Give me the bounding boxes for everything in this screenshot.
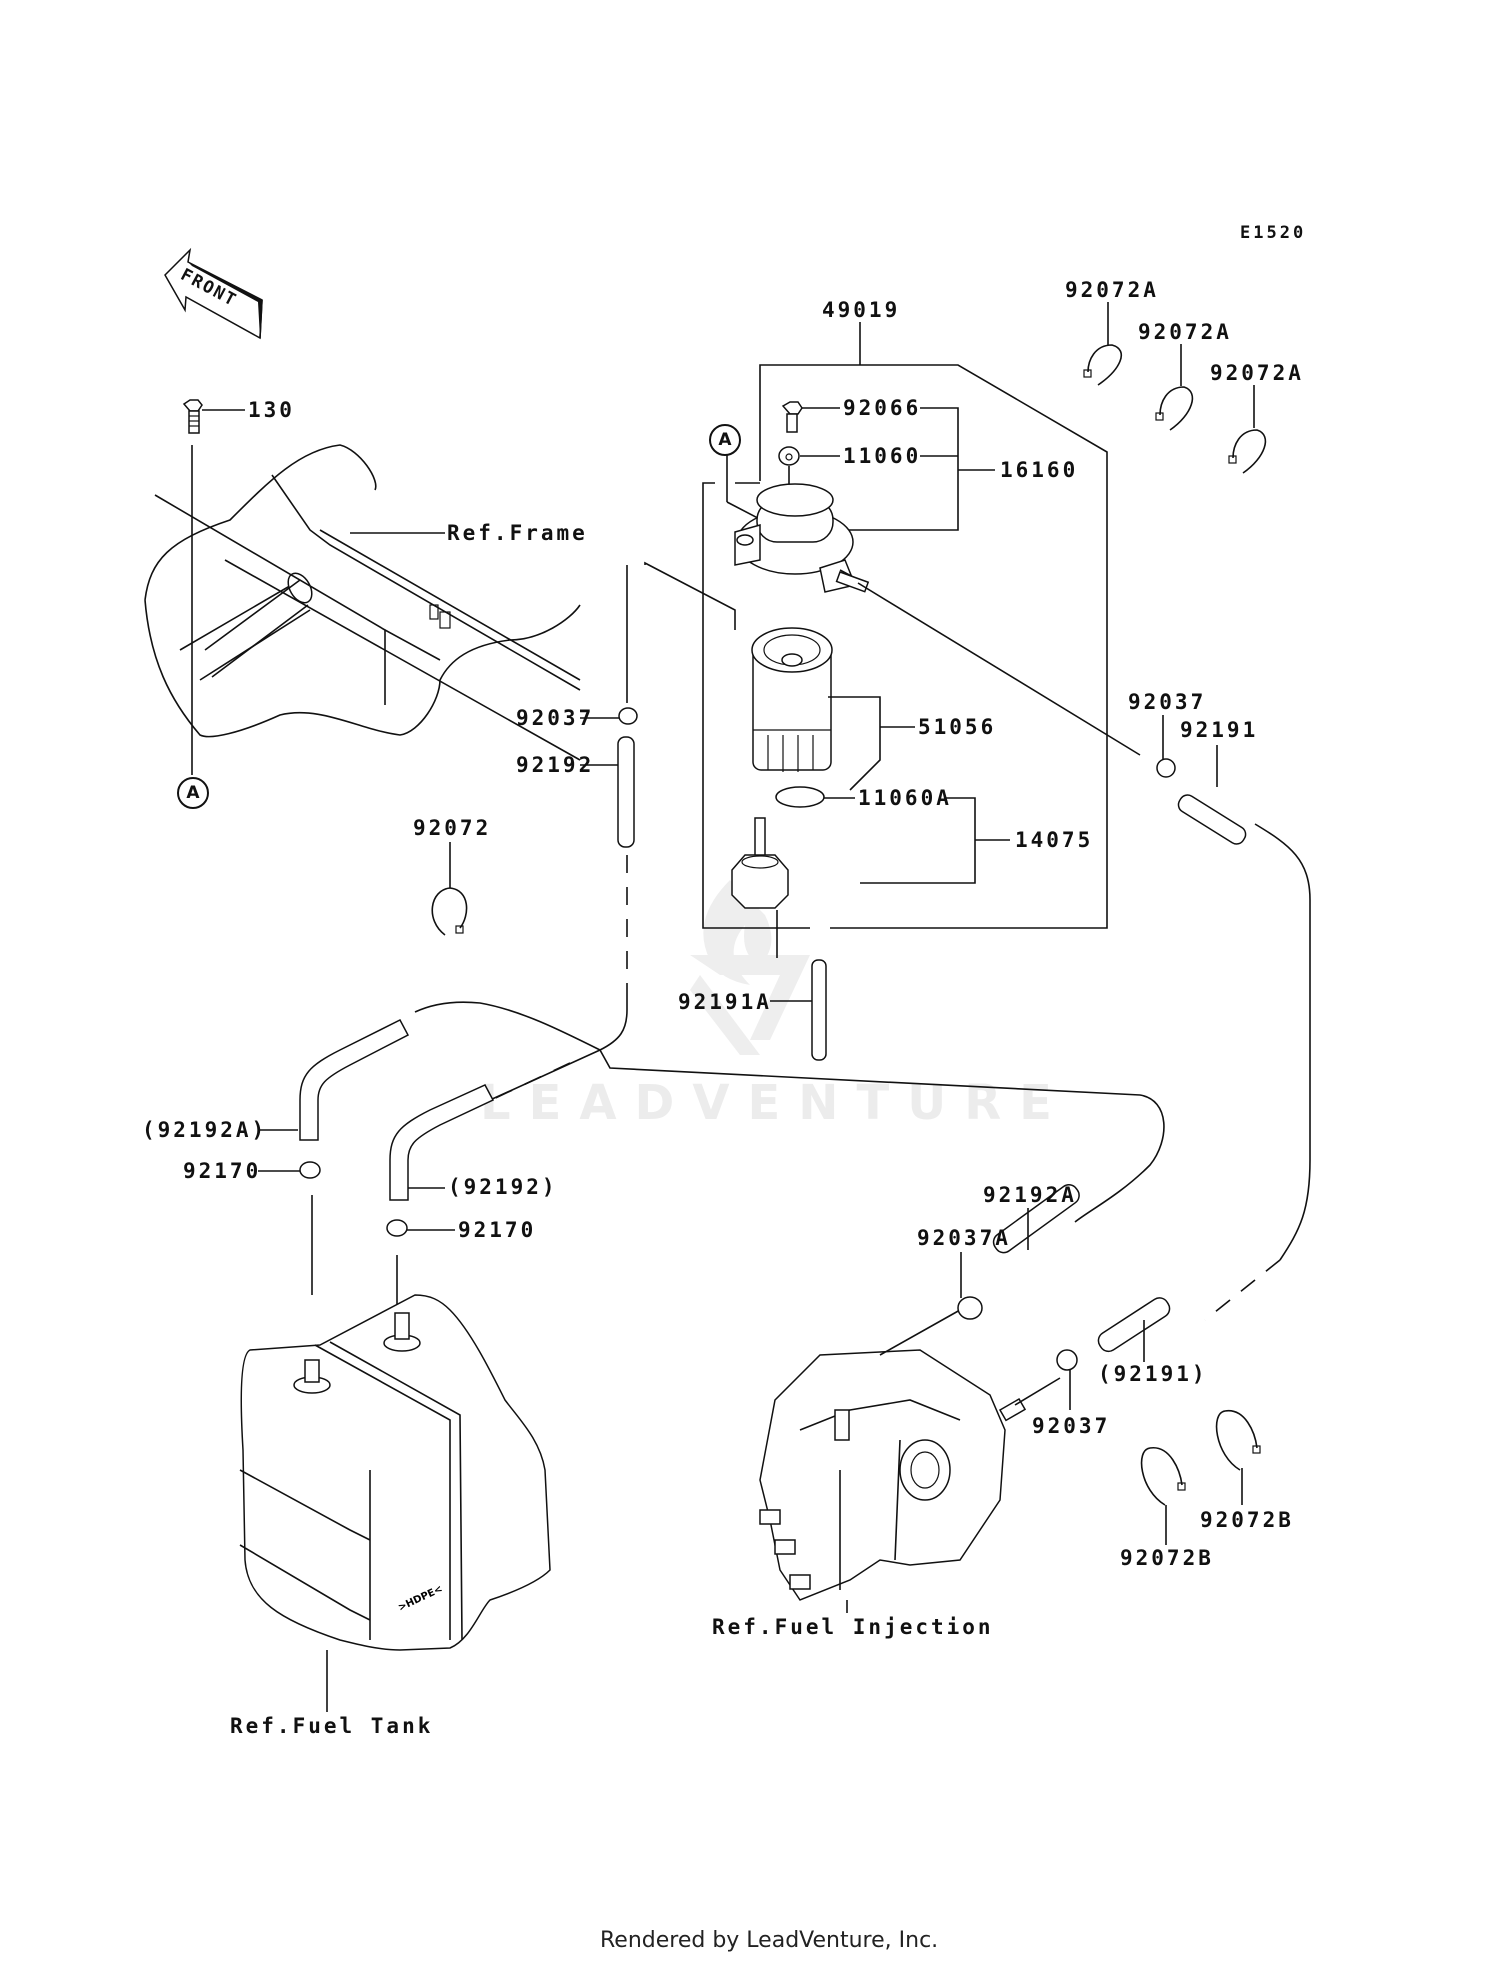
callout-92191a[interactable]: 92191A	[678, 990, 772, 1014]
callout-92192a[interactable]: 92192A	[983, 1183, 1077, 1207]
callout-92192a-paren[interactable]: (92192A)	[142, 1118, 268, 1142]
callout-92037-right[interactable]: 92037	[1128, 690, 1207, 714]
callout-92191[interactable]: 92191	[1180, 718, 1259, 742]
assembly-49019-bracket	[644, 322, 1108, 929]
clip-92072	[431, 842, 468, 936]
reference-mark-a-upper: A	[709, 424, 741, 456]
clip-92072a-2	[1155, 344, 1194, 431]
frame-reference	[144, 444, 581, 761]
hose-92192	[489, 736, 635, 1101]
washer-11060	[778, 446, 840, 487]
clip-92072a-3	[1228, 385, 1267, 474]
callout-92072a-2[interactable]: 92072A	[1138, 320, 1232, 344]
callout-92170-left[interactable]: 92170	[183, 1159, 262, 1183]
hose-92192-right	[389, 1084, 495, 1201]
callout-ref-frame[interactable]: Ref.Frame	[447, 521, 588, 545]
reference-mark-a-lower: A	[177, 777, 209, 809]
callout-92191-paren[interactable]: (92191)	[1098, 1362, 1208, 1386]
fuel-injection-pump	[759, 1309, 1061, 1613]
o-ring-11060a	[775, 786, 1010, 884]
watermark: LEADVENTURE	[480, 1075, 1070, 1131]
clamp-92170-right	[386, 1219, 455, 1310]
callout-16160[interactable]: 16160	[1000, 458, 1079, 482]
diagram-code: E1520	[1240, 223, 1307, 243]
callout-11060[interactable]: 11060	[843, 444, 922, 468]
hose-92191-lower	[1097, 1297, 1171, 1362]
clamp-92037-right	[1156, 715, 1176, 778]
clamp-92170-left	[258, 1161, 321, 1295]
fuel-tank	[239, 1294, 551, 1712]
footer-credit: Rendered by LeadVenture, Inc.	[600, 1928, 939, 1953]
fuel-filter-51056	[751, 627, 915, 791]
callout-92192-paren[interactable]: (92192)	[448, 1175, 558, 1199]
callout-11060a[interactable]: 11060A	[858, 786, 952, 810]
callout-92072a-1[interactable]: 92072A	[1065, 278, 1159, 302]
callout-ref-fuel-tank[interactable]: Ref.Fuel Tank	[230, 1714, 434, 1738]
bolt-92066	[781, 401, 995, 531]
clip-92072b-2	[1215, 1410, 1261, 1505]
callout-49019[interactable]: 49019	[822, 298, 901, 322]
drain-plug-14075	[731, 817, 789, 958]
clamp-92037-left	[580, 565, 638, 725]
callout-92072b-2[interactable]: 92072B	[1200, 1508, 1294, 1532]
clamp-92037a	[957, 1252, 983, 1320]
hose-92192a-right	[992, 1184, 1080, 1254]
pipe-92191a	[770, 959, 827, 1061]
hose-92191	[1177, 745, 1311, 1321]
callout-92192[interactable]: 92192	[516, 753, 595, 777]
callout-92072a-3[interactable]: 92072A	[1210, 361, 1304, 385]
callout-92072[interactable]: 92072	[413, 816, 492, 840]
clamp-92037-bottom	[1056, 1349, 1078, 1410]
bolt-130	[182, 399, 245, 775]
hose-92192a-left	[260, 1019, 410, 1141]
return-line	[414, 1001, 1165, 1223]
filter-head-16160	[734, 483, 1141, 756]
callout-92037-left[interactable]: 92037	[516, 706, 595, 730]
callout-92037a[interactable]: 92037A	[917, 1226, 1011, 1250]
clip-92072b-1	[1140, 1447, 1186, 1545]
callout-51056[interactable]: 51056	[918, 715, 997, 739]
callout-92037-bottom[interactable]: 92037	[1032, 1414, 1111, 1438]
callout-92170-right[interactable]: 92170	[458, 1218, 537, 1242]
callout-92072b-1[interactable]: 92072B	[1120, 1546, 1214, 1570]
callout-92066[interactable]: 92066	[843, 396, 922, 420]
callout-14075[interactable]: 14075	[1015, 828, 1094, 852]
clip-92072a-1	[1083, 302, 1123, 386]
front-arrow-icon	[164, 247, 263, 340]
callout-ref-fuel-injection[interactable]: Ref.Fuel Injection	[712, 1615, 994, 1639]
callout-130[interactable]: 130	[248, 398, 295, 422]
